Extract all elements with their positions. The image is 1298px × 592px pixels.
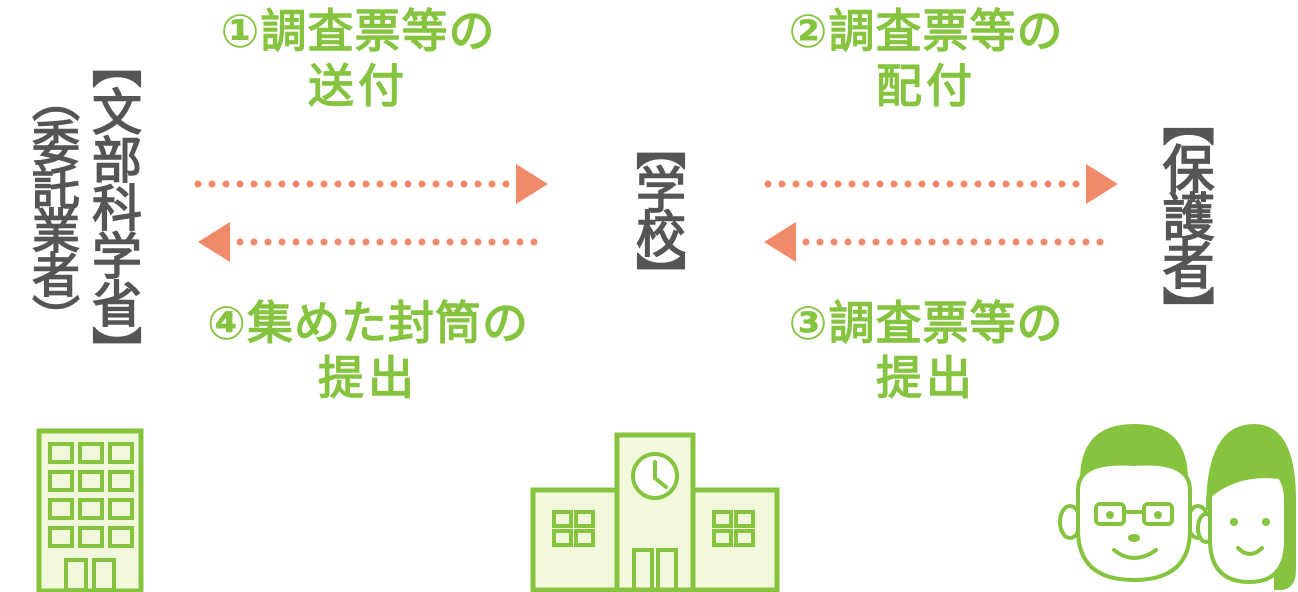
ministry-label-text: 【文部科学省】 bbox=[84, 38, 142, 374]
step-1-line2: 送付 bbox=[308, 59, 408, 114]
arrow-ministry-to-school bbox=[194, 164, 548, 204]
arrow-guardian-to-school bbox=[764, 222, 1116, 262]
ministry-sublabel-text: （委託業者） bbox=[23, 74, 79, 338]
step-4-number: ④ bbox=[207, 296, 247, 350]
step-3-line1: 調査票等の bbox=[828, 296, 1064, 350]
step-2-caption: ②調査票等の 配付 bbox=[736, 4, 1116, 114]
mother-face bbox=[1196, 424, 1296, 590]
guardian-label: 【保護者】 bbox=[1150, 94, 1216, 334]
ministry-sublabel: （委託業者） bbox=[22, 74, 80, 338]
step-4-line2: 提出 bbox=[318, 351, 418, 406]
parents-icon bbox=[1058, 424, 1296, 590]
ministry-label: 【文部科学省】 bbox=[82, 38, 144, 374]
school-building-icon bbox=[530, 432, 780, 592]
step-3-caption: ③調査票等の 提出 bbox=[736, 296, 1116, 406]
step-4-caption: ④集めた封筒の 提出 bbox=[158, 296, 578, 406]
arrow-school-to-guardian bbox=[764, 164, 1118, 204]
step-4-line1: 集めた封筒の bbox=[246, 296, 529, 350]
step-2-line1: 調査票等の bbox=[828, 4, 1064, 58]
school-label-text: 【学校】 bbox=[628, 120, 686, 296]
father-face bbox=[1058, 424, 1210, 583]
guardian-label-text: 【保護者】 bbox=[1153, 94, 1213, 334]
step-3-number: ③ bbox=[788, 296, 829, 350]
step-1-caption: ①調査票等の 送付 bbox=[168, 4, 548, 114]
step-3-line2: 提出 bbox=[876, 351, 976, 406]
step-1-number: ① bbox=[220, 4, 261, 58]
step-2-line2: 配付 bbox=[876, 59, 976, 114]
arrow-school-to-ministry bbox=[198, 222, 550, 262]
step-2-number: ② bbox=[788, 4, 829, 58]
step-1-line1: 調査票等の bbox=[260, 4, 496, 58]
school-label: 【学校】 bbox=[626, 120, 688, 296]
office-building-icon bbox=[36, 428, 144, 592]
